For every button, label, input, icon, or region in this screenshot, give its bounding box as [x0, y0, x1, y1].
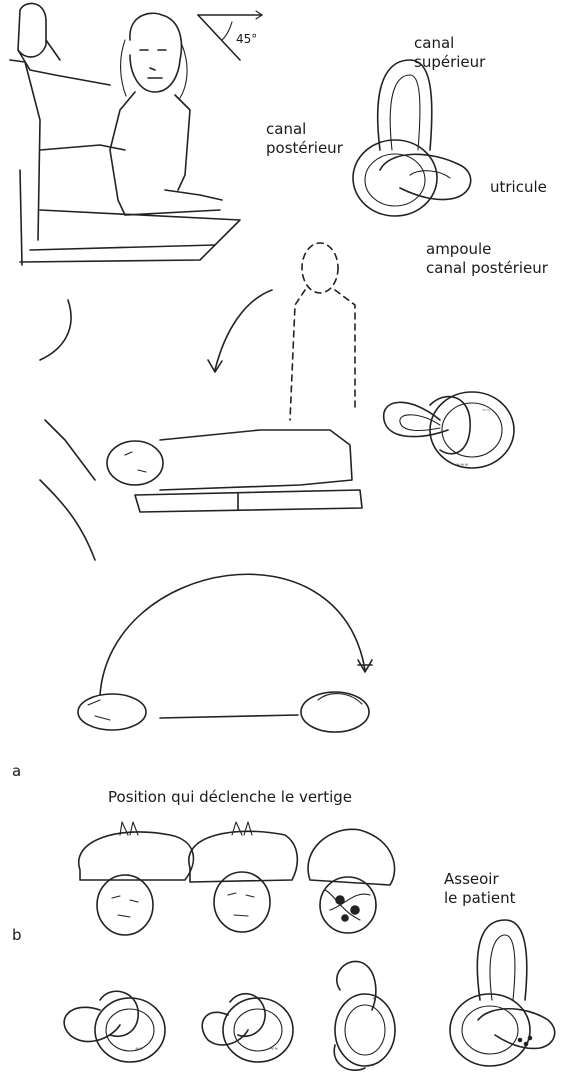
rotation-illustration: [78, 574, 372, 732]
seated-patient-illustration: [10, 3, 262, 265]
label-ampoule: ampoule canal postérieur: [426, 240, 576, 278]
svg-text:~~: ~~: [482, 408, 490, 414]
label-canal-superieur: canal supérieur: [414, 34, 554, 72]
svg-text:≈≈: ≈≈: [135, 1046, 143, 1052]
inner-ear-sequence: ≈≈ ≈≈ ≈: [64, 920, 555, 1070]
svg-text:≈≈≈: ≈≈≈: [456, 462, 469, 468]
panel-b-letter: b: [12, 926, 22, 945]
panel-a-letter: a: [12, 762, 21, 781]
asseoir-label: Asseoir le patient: [444, 870, 578, 908]
svg-text:≈: ≈: [372, 996, 376, 1002]
label-utricule: utricule: [490, 178, 547, 197]
label-canal-posterieur: canal postérieur: [266, 120, 406, 158]
lying-patient-illustration: [40, 243, 362, 560]
angle-label: 45°: [236, 30, 257, 49]
svg-text:≈≈: ≈≈: [270, 1046, 278, 1052]
position-caption: Position qui déclenche le vertige: [108, 788, 352, 807]
inner-ear-diagram-2: ~~ ≈≈≈: [384, 392, 514, 468]
three-head-positions: [79, 822, 395, 935]
